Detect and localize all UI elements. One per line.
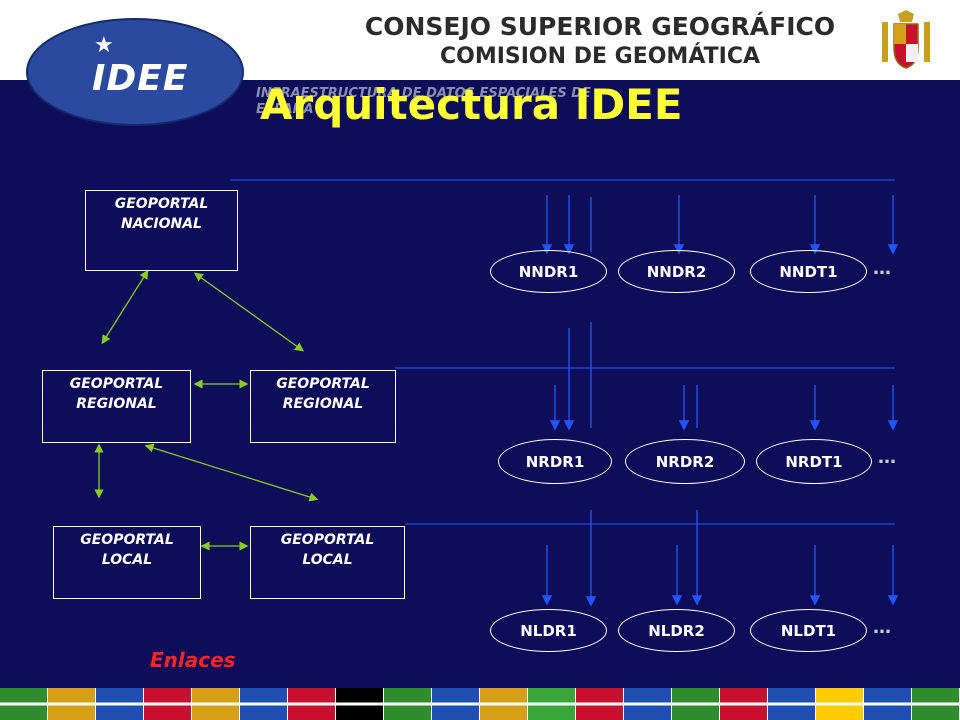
org-title-line2: COMISION DE GEOMÁTICA: [439, 44, 761, 69]
geoportal-local-1[interactable]: GEOPORTAL LOCAL: [53, 526, 201, 599]
flag-icon: [432, 688, 480, 720]
node-national-more: …: [873, 258, 891, 279]
logo-text: IDEE: [92, 58, 189, 99]
star-icon: ★: [94, 32, 114, 57]
legend-enlaces: Enlaces: [150, 648, 236, 672]
org-title-line1: CONSEJO SUPERIOR GEOGRÁFICO: [364, 12, 836, 41]
flag-icon: [720, 688, 768, 720]
geoportal-regional-2[interactable]: GEOPORTAL REGIONAL: [250, 370, 396, 443]
idee-logo: [26, 18, 244, 126]
geoportal-nacional[interactable]: GEOPORTAL NACIONAL: [85, 190, 238, 271]
node-regional-3[interactable]: NRDT1: [756, 439, 872, 484]
geoportal-local-2[interactable]: GEOPORTAL LOCAL: [250, 526, 405, 599]
flag-icon: [336, 688, 384, 720]
coat-of-arms-icon: [882, 10, 930, 69]
flag-icon: [240, 688, 288, 720]
flag-icon: [528, 688, 576, 720]
flag-icon: [144, 688, 192, 720]
node-local-3[interactable]: NLDT1: [750, 609, 867, 652]
node-national-1[interactable]: NNDR1: [490, 250, 607, 293]
flag-icon: [288, 688, 336, 720]
data-arrows-national: [541, 195, 899, 255]
page-title: Arquitectura IDEE: [260, 80, 683, 129]
data-arrows-local: [541, 510, 899, 607]
logo-subtitle: INFRAESTRUCTURA DE DATOS ESPACIALES DE E…: [256, 86, 591, 117]
data-arrows-regional: [549, 322, 899, 431]
node-national-3[interactable]: NNDT1: [750, 250, 867, 293]
flag-icon: [864, 688, 912, 720]
portal-links: [94, 269, 319, 551]
geoportal-regional-1[interactable]: GEOPORTAL REGIONAL: [42, 370, 191, 443]
flag-icon: [48, 688, 96, 720]
flag-icon: [192, 688, 240, 720]
flag-icon: [672, 688, 720, 720]
flag-icon: [96, 688, 144, 720]
flag-icon: [768, 688, 816, 720]
node-national-2[interactable]: NNDR2: [618, 250, 735, 293]
node-regional-1[interactable]: NRDR1: [498, 439, 612, 484]
flag-icon: [0, 688, 48, 720]
node-local-1[interactable]: NLDR1: [490, 609, 607, 652]
flag-icon: [384, 688, 432, 720]
flag-icon: [480, 688, 528, 720]
flag-icon: [816, 688, 864, 720]
node-local-more: …: [873, 617, 891, 638]
diagram-background: [0, 80, 960, 688]
regional-flags-strip: [0, 688, 960, 720]
flag-icon: [576, 688, 624, 720]
flag-icon: [912, 688, 960, 720]
node-local-2[interactable]: NLDR2: [618, 609, 735, 652]
node-regional-2[interactable]: NRDR2: [625, 439, 745, 484]
flag-icon: [624, 688, 672, 720]
node-regional-more: …: [878, 447, 896, 468]
